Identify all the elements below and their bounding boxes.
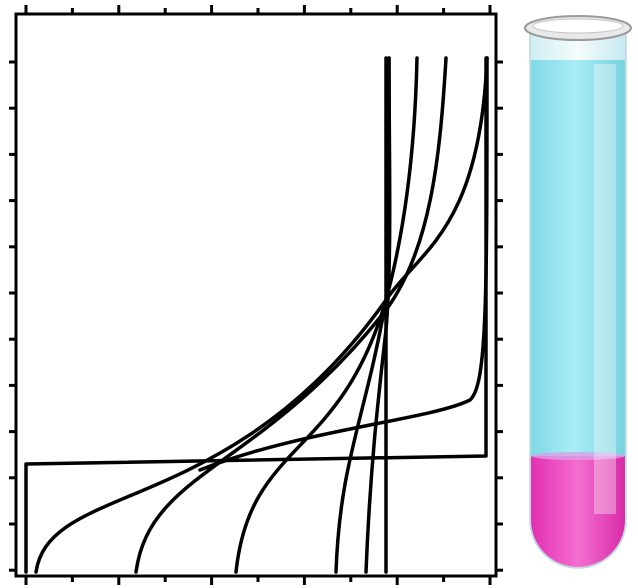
curve-6 bbox=[198, 56, 489, 472]
curve-2 bbox=[134, 56, 448, 574]
curve-step bbox=[24, 56, 488, 574]
plot-frame bbox=[14, 12, 498, 578]
liquid-interface bbox=[531, 452, 625, 460]
curve-3 bbox=[234, 56, 419, 574]
curve-1 bbox=[34, 56, 489, 574]
test-tube bbox=[524, 15, 632, 569]
plot-border bbox=[14, 12, 498, 578]
curves bbox=[24, 56, 489, 574]
axis-ticks bbox=[9, 5, 503, 585]
lower-liquid bbox=[531, 456, 625, 567]
tube-opening bbox=[532, 18, 624, 34]
upper-liquid bbox=[531, 60, 625, 456]
curve-plot bbox=[9, 5, 503, 585]
glass-highlight bbox=[594, 64, 616, 514]
